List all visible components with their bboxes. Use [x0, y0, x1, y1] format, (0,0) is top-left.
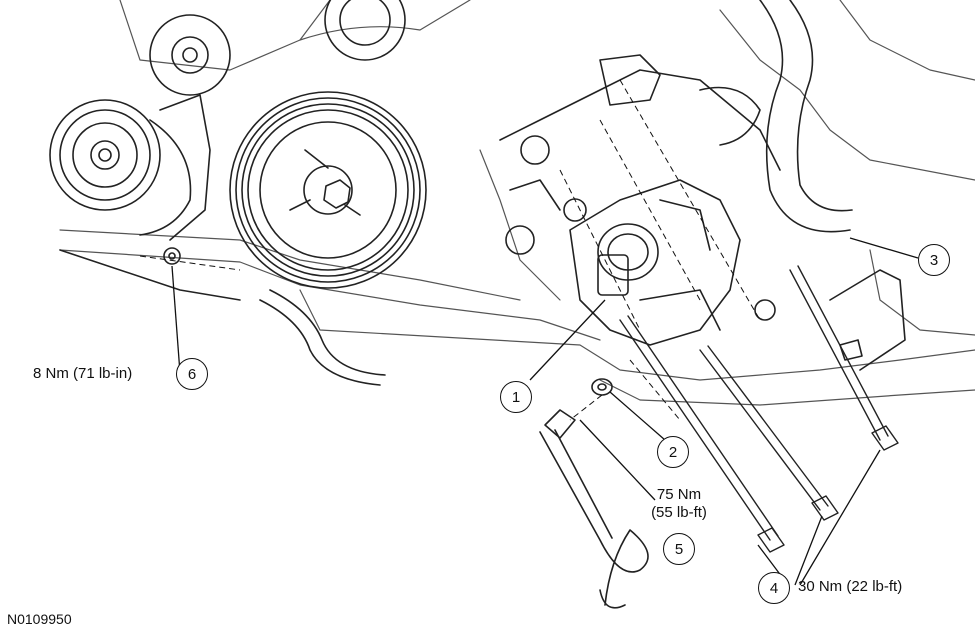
- hose-right: [759, 0, 853, 233]
- callout-2-number: 2: [668, 443, 678, 461]
- leader-1: [529, 299, 606, 381]
- pressure-line: [539, 409, 649, 609]
- callout-1-number: 1: [511, 388, 521, 406]
- bracket-bolt: [163, 247, 181, 265]
- leader-2: [609, 391, 666, 441]
- callout-4-number: 4: [769, 579, 779, 597]
- callout-5: 5: [663, 533, 695, 565]
- leader-4c: [794, 515, 823, 586]
- leader-6: [171, 265, 181, 374]
- leader-4b: [799, 449, 881, 586]
- mounting-bolts: [619, 265, 899, 553]
- alignment-lines: [139, 79, 761, 421]
- torque-label-5-line2: (55 lb-ft): [651, 504, 707, 521]
- callout-4: 4: [758, 572, 790, 604]
- ac-compressor: [49, 94, 211, 241]
- torque-label-6: 8 Nm (71 lb-in): [33, 365, 133, 382]
- torque-label-4: 30 Nm (22 lb-ft): [798, 578, 903, 595]
- lower-bracket: [829, 269, 906, 371]
- callout-3: 3: [918, 244, 950, 276]
- leader-5: [579, 419, 656, 501]
- callout-1: 1: [500, 381, 532, 413]
- engine-block: [59, 0, 975, 406]
- callout-5-number: 5: [674, 540, 684, 558]
- callout-3-number: 3: [929, 251, 939, 269]
- crankshaft-pulley: [229, 91, 427, 289]
- torque-label-5-line1: 75 Nm: [656, 486, 702, 503]
- figure-id: N0109950: [7, 611, 72, 627]
- power-steering-pump: [569, 179, 776, 346]
- leader-3: [849, 237, 919, 259]
- pump-bracket: [499, 54, 781, 255]
- leader-lines: [171, 237, 919, 586]
- idler-pulley: [149, 0, 406, 96]
- return-hose: [59, 249, 386, 386]
- callout-6-number: 6: [187, 365, 197, 383]
- callout-2: 2: [657, 436, 689, 468]
- callout-6: 6: [176, 358, 208, 390]
